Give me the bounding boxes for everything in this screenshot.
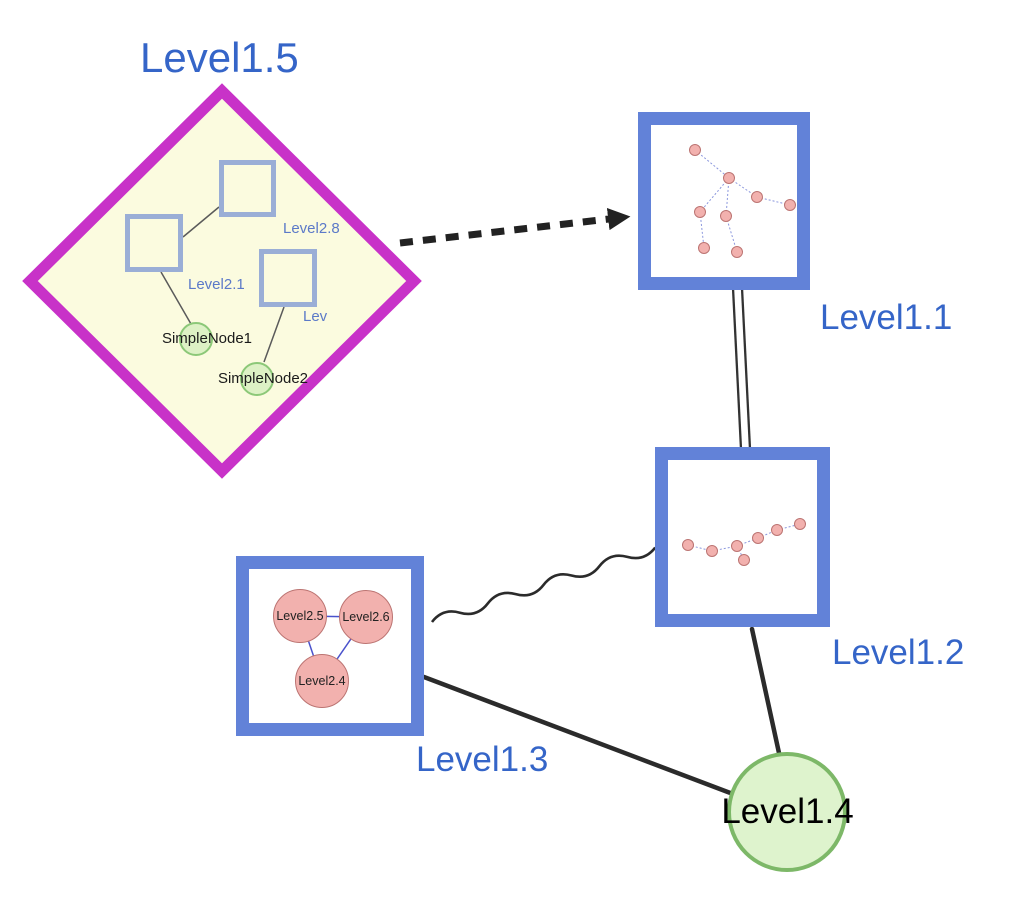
group-inner-edge <box>182 206 220 238</box>
node-label-level1-1: Level1.1 <box>820 298 953 337</box>
node-label-level1-2: Level1.2 <box>832 633 965 672</box>
edge-level1-5-to-level1-1-dashed-arrow[interactable] <box>399 207 631 247</box>
mini-graph-node <box>752 532 764 544</box>
mini-graph-node <box>698 242 710 254</box>
edge-level1-3-to-level1-2-wavy[interactable] <box>430 546 657 623</box>
node-level1-3[interactable]: Level2.5 Level2.6 Level2.4 <box>236 556 424 736</box>
mini-graph-node <box>706 545 718 557</box>
mini-graph-node <box>751 191 763 203</box>
node-label-level1-4: Level1.4 <box>721 792 854 831</box>
level1-1-mini-graph <box>689 144 796 258</box>
mini-graph-node <box>731 540 743 552</box>
node-level2-5[interactable]: Level2.5 <box>273 589 327 643</box>
node-level2-4[interactable]: Level2.4 <box>295 654 349 708</box>
group-inner-edge <box>160 271 192 325</box>
mini-graph-edge <box>699 177 730 213</box>
edge-level1-2-to-level1-4[interactable] <box>749 626 782 756</box>
square-label-lev: Lev <box>303 308 328 325</box>
node-level2-4-label: Level2.4 <box>298 674 346 688</box>
node-level1-1[interactable] <box>638 112 810 290</box>
simple-node-2[interactable] <box>240 362 274 396</box>
simple-node-2-label: SimpleNode2 <box>217 370 309 387</box>
node-level1-2[interactable] <box>655 447 830 627</box>
group-child-square-level2-1[interactable] <box>125 214 183 272</box>
mini-graph-node <box>720 210 732 222</box>
square-label-level2-8: Level2.8 <box>283 220 340 237</box>
mini-graph-node <box>731 246 743 258</box>
mini-graph-node <box>738 554 750 566</box>
mini-graph-node <box>694 206 706 218</box>
edge-level1-1-to-level1-2-double-a[interactable] <box>731 287 743 450</box>
node-label-level1-5: Level1.5 <box>140 34 299 81</box>
mini-graph-node <box>682 539 694 551</box>
node-level2-6[interactable]: Level2.6 <box>339 590 393 644</box>
group-child-square-level2-8[interactable] <box>219 160 276 217</box>
group-inner-edge <box>263 306 285 363</box>
node-level1-4[interactable] <box>727 752 847 872</box>
simple-node-1[interactable] <box>179 322 213 356</box>
mini-graph-node <box>794 518 806 530</box>
square-label-level2-1: Level2.1 <box>188 276 245 293</box>
simple-node-1-label: SimpleNode1 <box>161 330 253 347</box>
mini-graph-node <box>771 524 783 536</box>
mini-graph-node <box>784 199 796 211</box>
node-level2-5-label: Level2.5 <box>276 609 324 623</box>
group-node-level1-5-diamond[interactable] <box>22 83 422 479</box>
mini-graph-edge <box>694 149 730 179</box>
group-child-square-lev[interactable] <box>259 249 317 307</box>
node-level2-6-label: Level2.6 <box>342 610 390 624</box>
edge-level1-3-to-level1-4[interactable] <box>421 674 736 797</box>
level1-2-mini-graph <box>682 518 806 566</box>
mini-graph-node <box>723 172 735 184</box>
edge-level1-1-to-level1-2-double-b[interactable] <box>740 287 752 450</box>
node-label-level1-3: Level1.3 <box>416 740 549 779</box>
mini-graph-node <box>689 144 701 156</box>
